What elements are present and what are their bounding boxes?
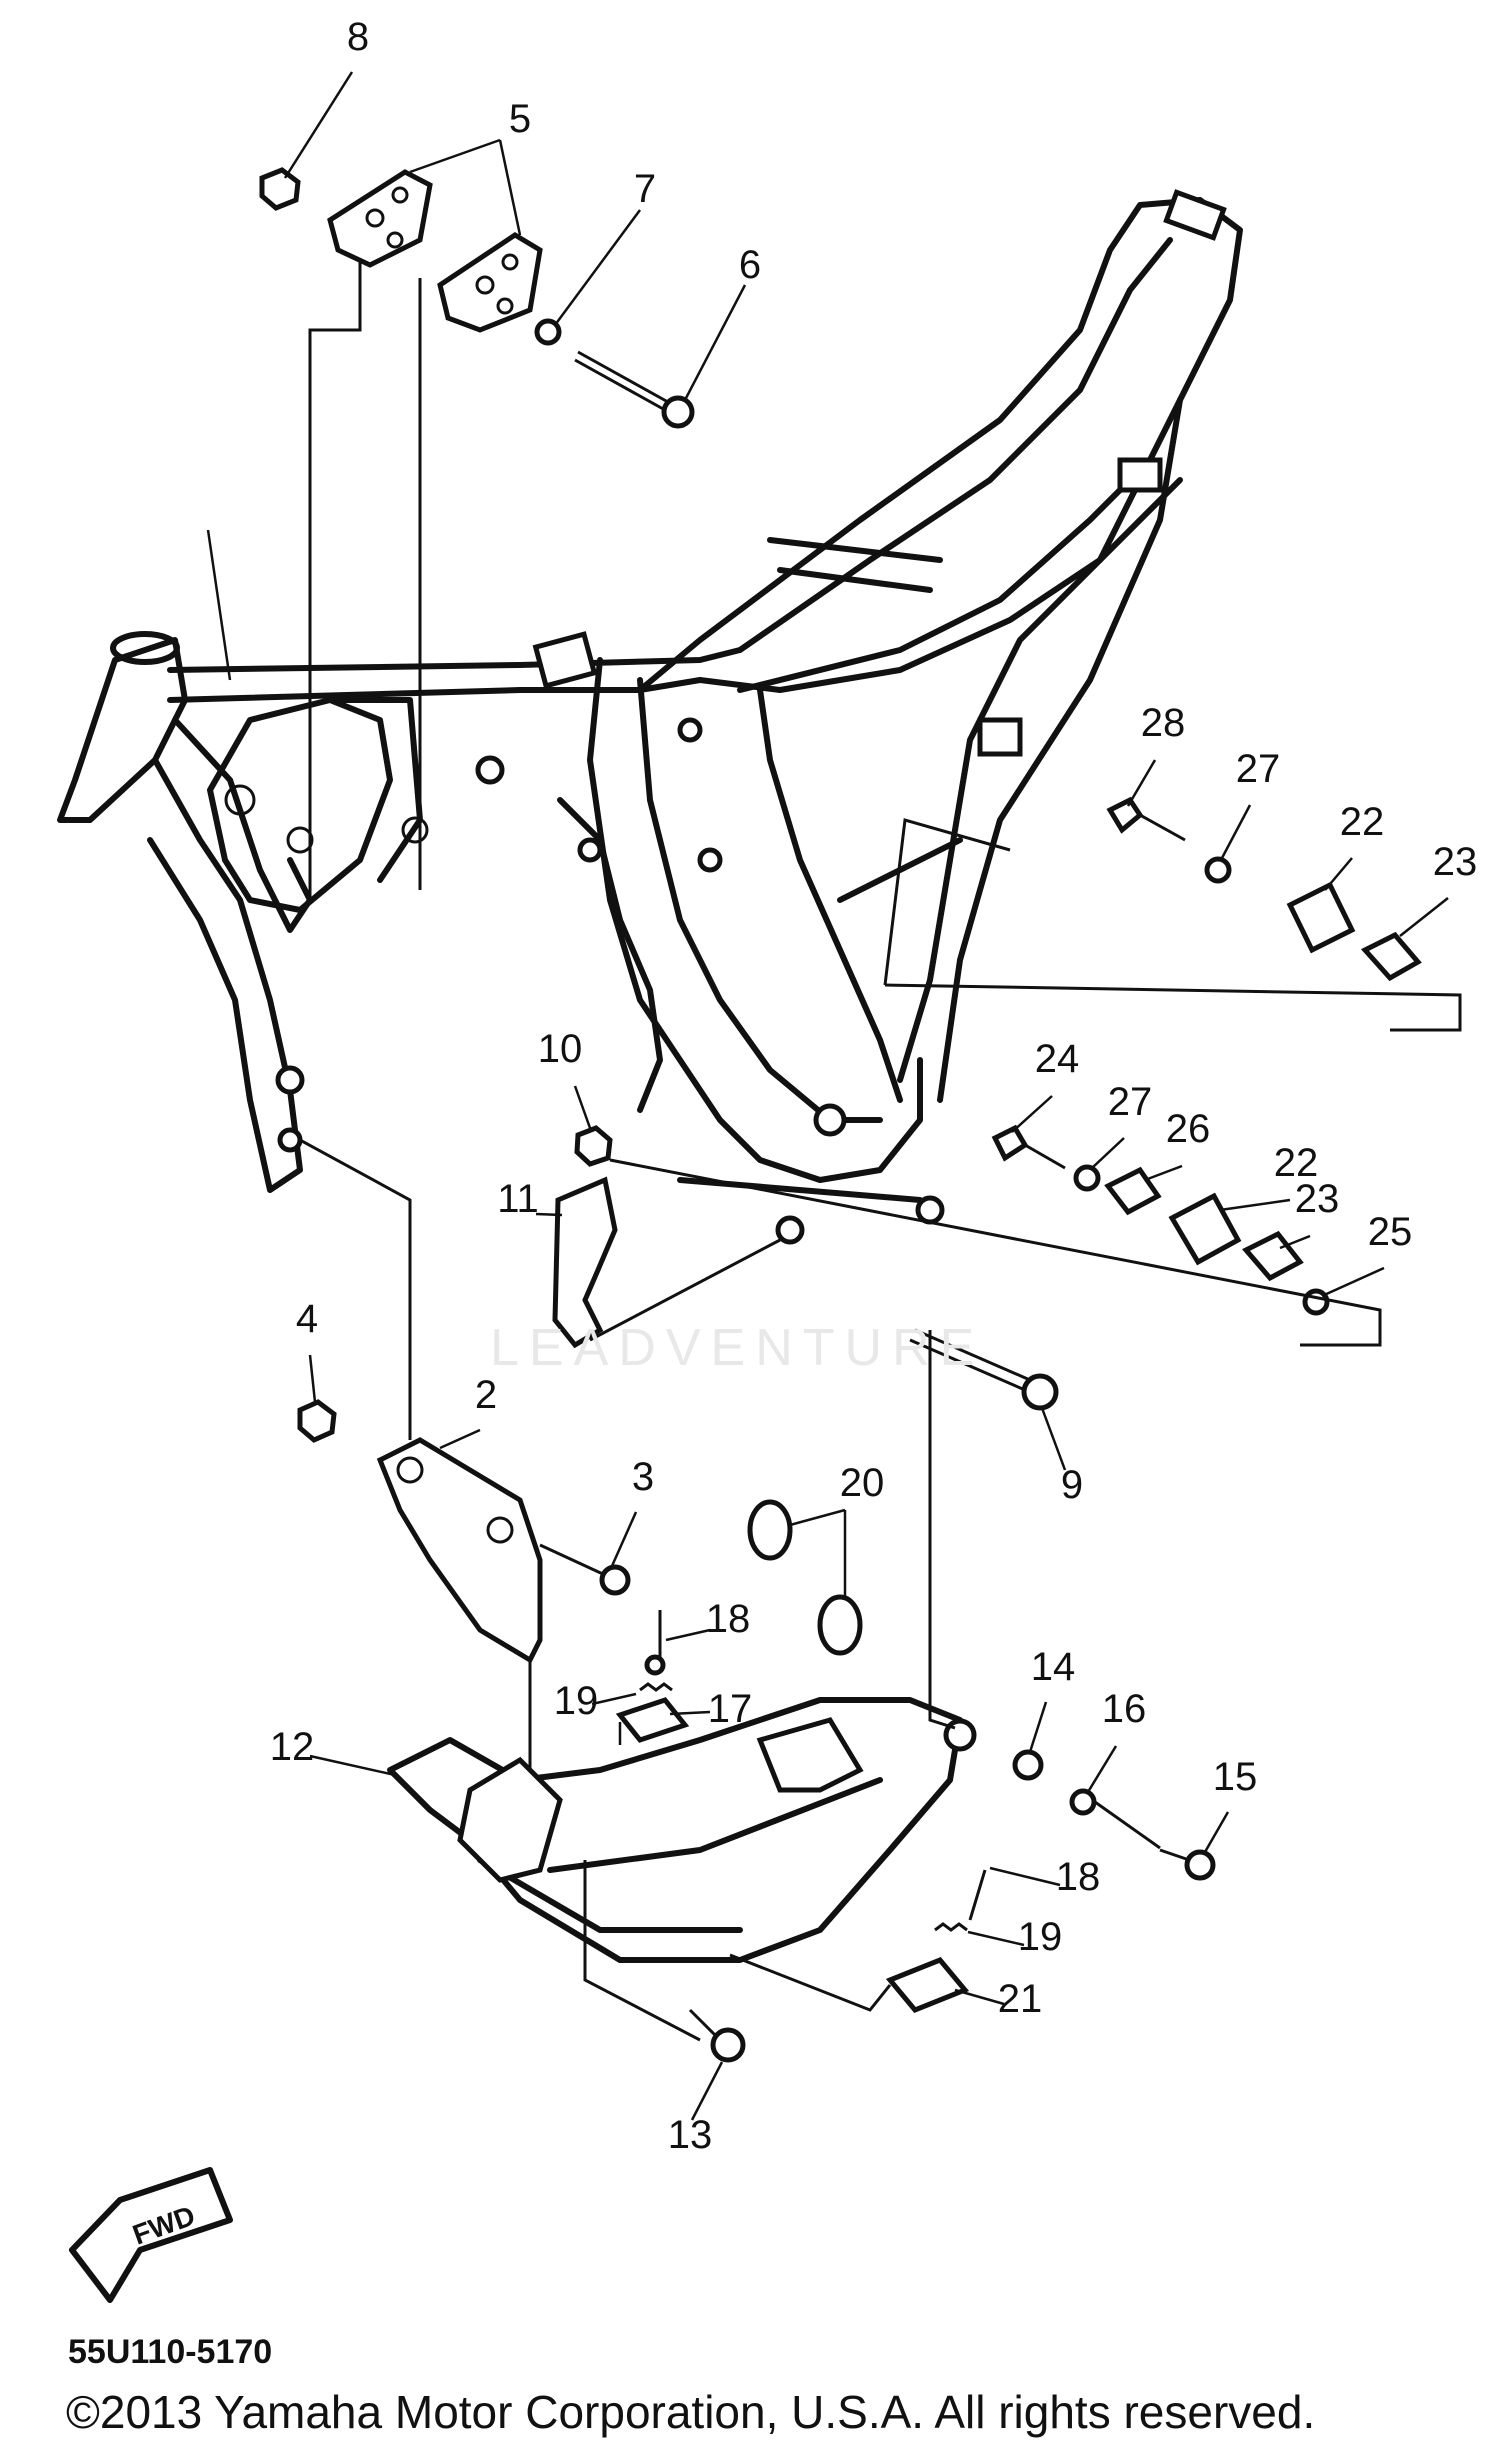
callout-25: 25	[1368, 1210, 1413, 1254]
callout-26: 26	[1166, 1107, 1211, 1151]
callout-22: 22	[1274, 1141, 1319, 1185]
callout-2: 2	[475, 1373, 497, 1417]
callout-27: 27	[1236, 747, 1281, 791]
callout-4: 4	[296, 1297, 318, 1341]
callout-21: 21	[998, 1977, 1043, 2021]
callout-22: 22	[1340, 800, 1385, 844]
callout-7: 7	[634, 167, 656, 211]
callout-18: 18	[1056, 1855, 1101, 1899]
callout-17: 17	[708, 1687, 753, 1731]
watermark: LEADVENTURE	[490, 1319, 985, 1377]
callout-12: 12	[270, 1725, 315, 1769]
callout-5: 5	[509, 97, 531, 141]
callout-14: 14	[1031, 1645, 1076, 1689]
callout-27: 27	[1108, 1080, 1153, 1124]
callout-10: 10	[538, 1027, 583, 1071]
callout-13: 13	[668, 2113, 713, 2157]
callout-19: 19	[554, 1679, 599, 1723]
fwd-arrow-icon: FWD	[69, 2167, 233, 2303]
callout-23: 23	[1295, 1177, 1340, 1221]
callout-8: 8	[347, 15, 369, 59]
callout-3: 3	[632, 1455, 654, 1499]
callout-19: 19	[1018, 1915, 1063, 1959]
callout-9: 9	[1061, 1463, 1083, 1507]
callout-24: 24	[1035, 1037, 1080, 1081]
callout-23: 23	[1433, 840, 1478, 884]
callout-11: 11	[497, 1177, 539, 1221]
callout-20: 20	[840, 1461, 885, 1505]
leader-lines	[206, 71, 1462, 2121]
copyright-notice: ©2013 Yamaha Motor Corporation, U.S.A. A…	[66, 2386, 1316, 2438]
frame-drawing	[57, 189, 1243, 1245]
callout-15: 15	[1213, 1755, 1258, 1799]
callout-18: 18	[706, 1597, 751, 1641]
callout-6: 6	[739, 243, 761, 287]
callout-28: 28	[1141, 701, 1186, 745]
parts	[259, 167, 1422, 2063]
callout-16: 16	[1102, 1687, 1147, 1731]
part-code: 55U110-5170	[68, 2333, 273, 2371]
